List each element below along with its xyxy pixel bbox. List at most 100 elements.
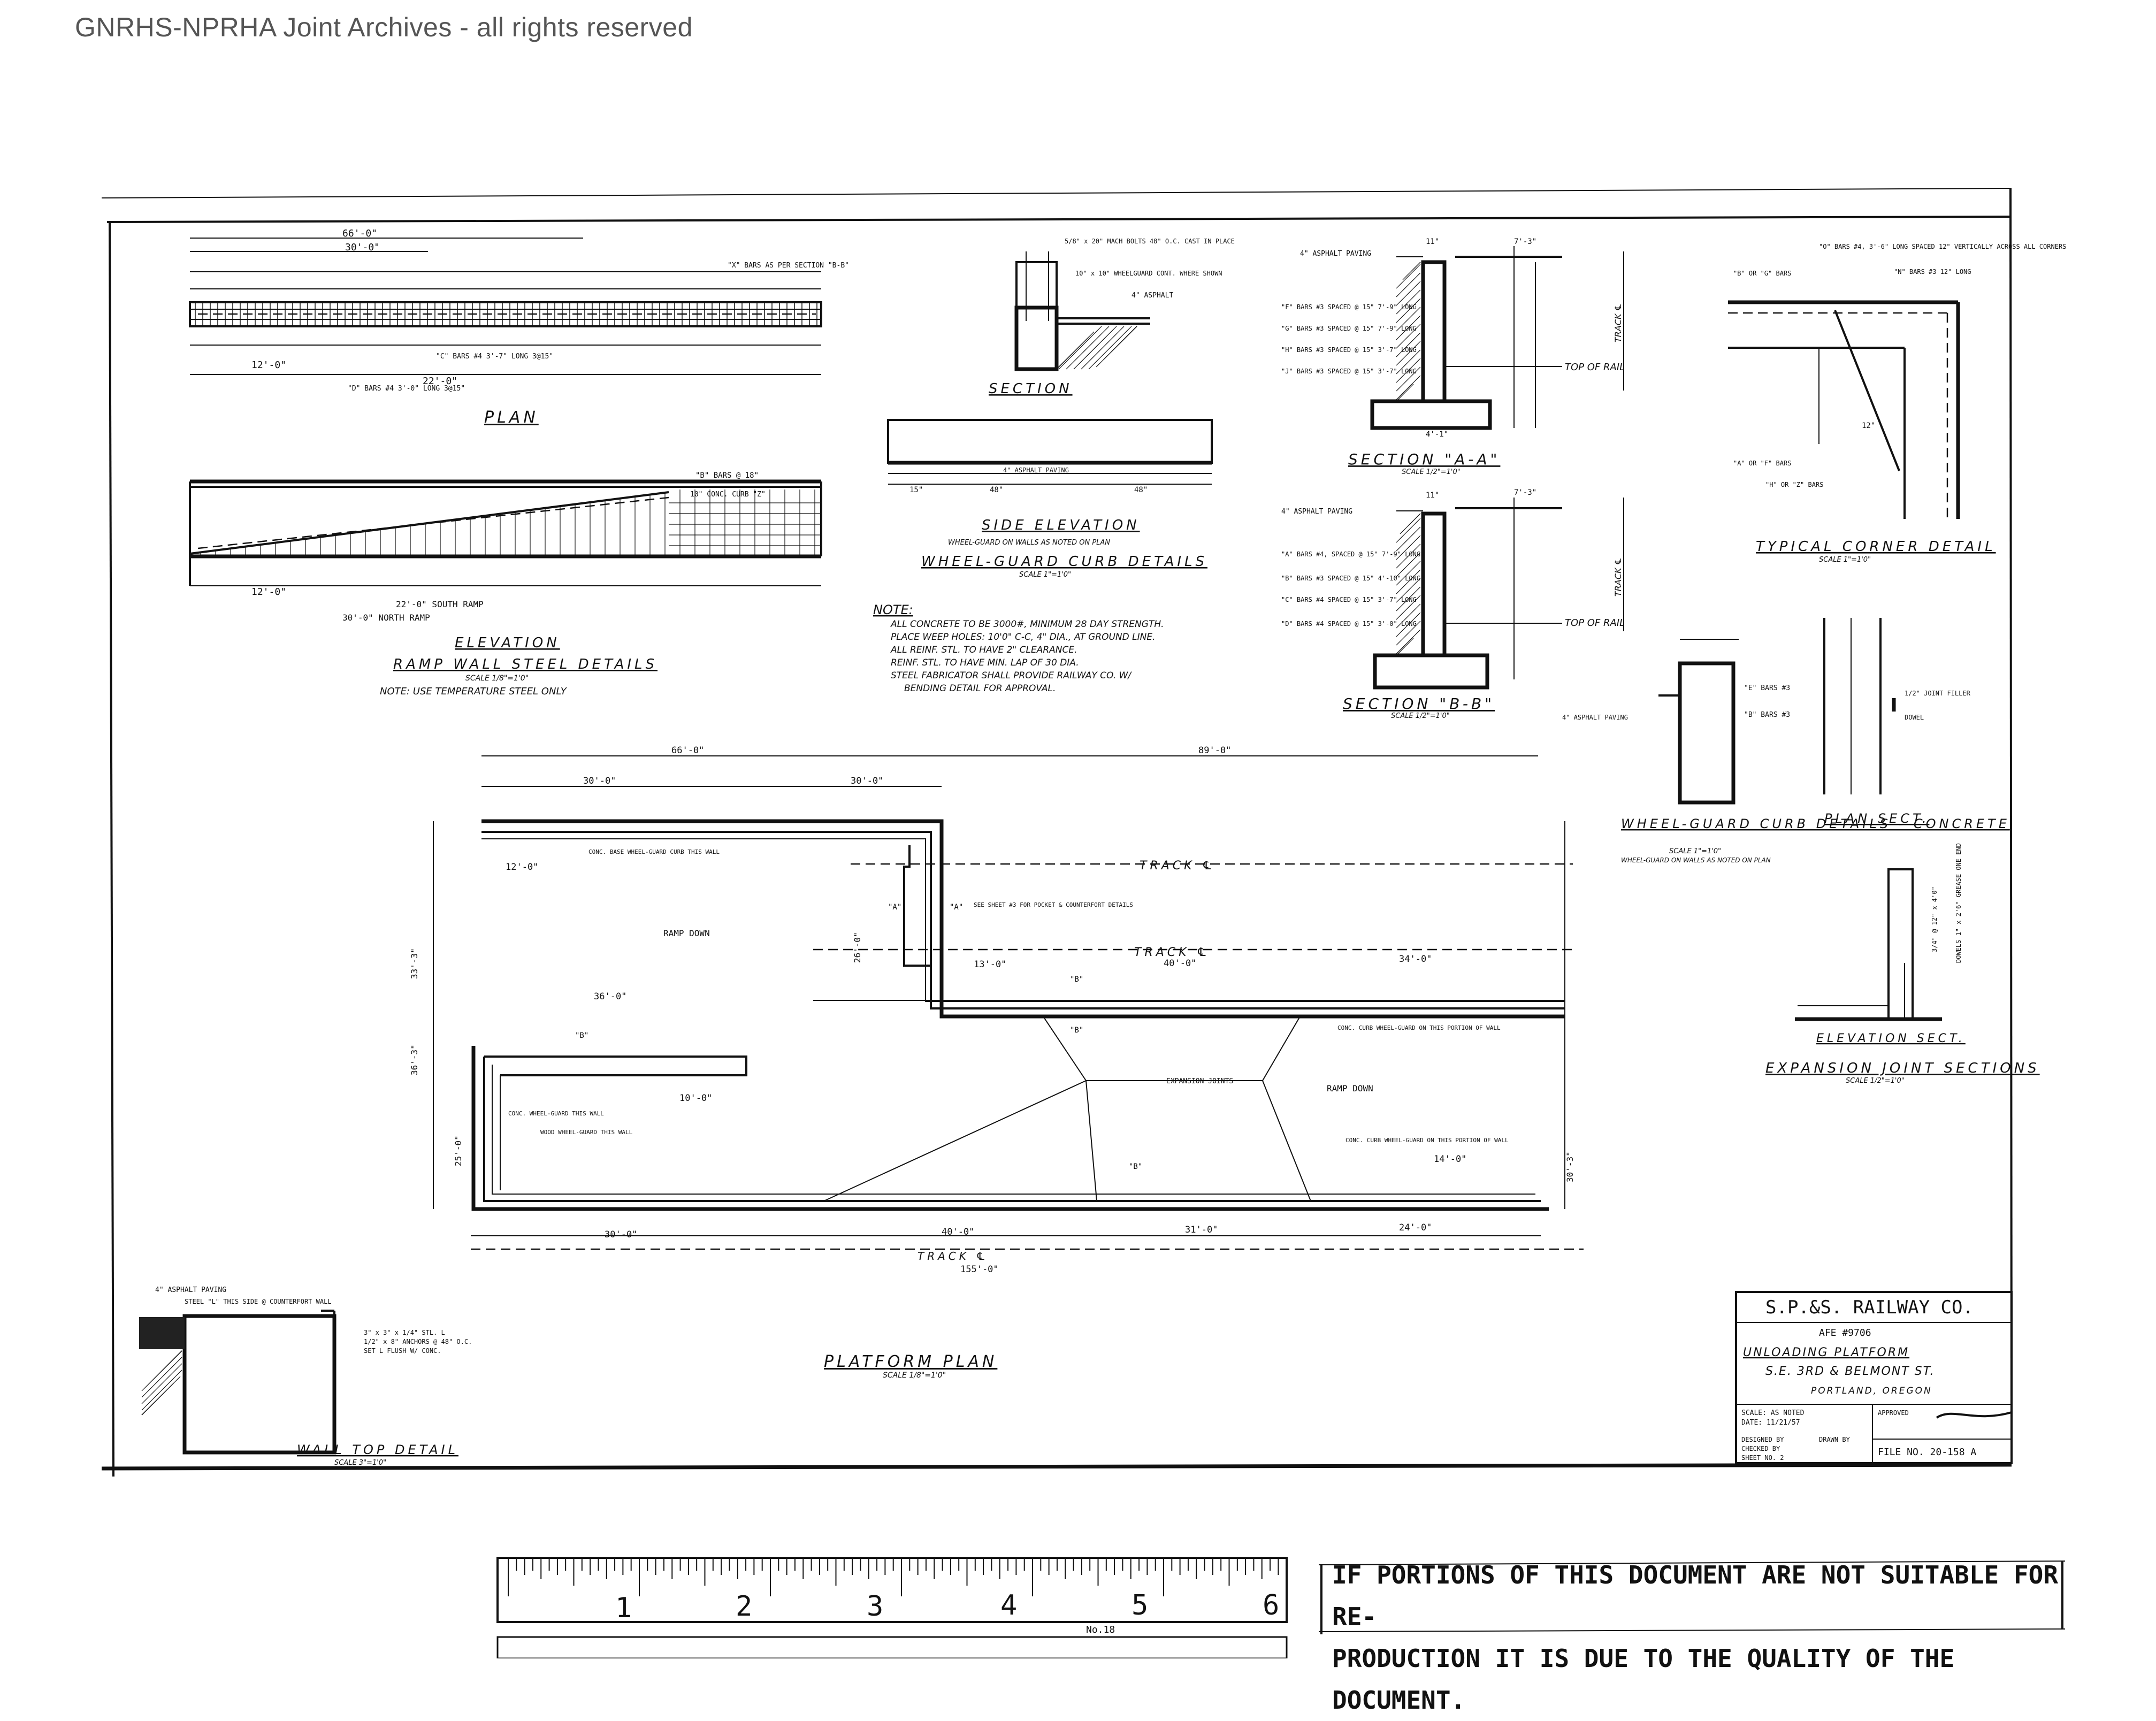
general-notes: NOTE: ALL CONCRETE TO BE 3000#, MINIMUM … (873, 602, 1164, 694)
hatch-line (1396, 375, 1421, 400)
ruler-num-5: 5 (1131, 1589, 1148, 1621)
drawing-sheet: 66'-0" 30'-0" 12'-0" 22'-0" "C" BARS #4 … (101, 188, 2066, 1658)
pp-dim-13: 24'-0" (1399, 1222, 1432, 1233)
platform-plan-drawing: 66'-0" 89'-0" 30'-0" 30'-0" 12'-0" 34'-0… (409, 745, 1584, 1380)
corner-callout-3: "A" OR "F" BARS (1733, 460, 1791, 467)
pp-label-3: RAMP DOWN (663, 928, 710, 938)
hatch-line (1396, 612, 1421, 637)
hatch-line (141, 1370, 182, 1411)
pp-dim-9: 10'-0" (679, 1093, 712, 1104)
plan-dim-0: 66'-0" (342, 228, 377, 239)
pp-dim-0: 66'-0" (671, 745, 704, 756)
wall-top-callout-4: SET L FLUSH W/ CONC. (364, 1347, 441, 1355)
hatch-line (1396, 544, 1421, 569)
pp-dim-14: 14'-0" (1434, 1154, 1466, 1165)
pp-dim-2: 30'-0" (583, 776, 616, 786)
pp-callout-0: CONC. BASE WHEEL-GUARD CURB THIS WALL (588, 848, 720, 855)
pp-dim-3: 30'-0" (851, 776, 883, 786)
bb-dim-0: 11" (1426, 491, 1439, 500)
pp-label-0: TRACK ℄ (1140, 859, 1215, 873)
pp-dim-20: 30'-3" (1565, 1151, 1575, 1182)
ruler-num-4: 4 (1000, 1589, 1017, 1621)
tb-drawn: DRAWN BY (1819, 1436, 1851, 1443)
wall-top-hatch (141, 1350, 182, 1416)
hatch-line (1396, 307, 1421, 332)
wgc-callout-1: "B" BARS #3 (1744, 711, 1790, 719)
pp-label-2: TRACK ℄ (918, 1250, 989, 1263)
pp-dim-5: 34'-0" (1399, 954, 1432, 965)
section-bb-hatch (1396, 513, 1421, 656)
wall-top-title: WALL TOP DETAIL (297, 1442, 458, 1457)
wg-callout-0: 5/8" x 20" MACH BOLTS 48" O.C. CAST IN P… (1065, 238, 1235, 245)
elev-dim-4: 10" CONC. CURB "Z" (690, 491, 766, 499)
pp-callout-1: SEE SHEET #3 FOR POCKET & COUNTERFORT DE… (974, 901, 1133, 908)
hatch-line (1396, 315, 1421, 340)
hatch-line (1396, 561, 1421, 586)
elevation-grid (200, 489, 821, 556)
hatch-line (1396, 298, 1421, 323)
ruler-ticks (508, 1559, 1279, 1596)
ruler-maker: No.18 (1086, 1624, 1115, 1635)
pp-dim-15: 155'-0" (960, 1264, 999, 1275)
pp-dim-17: 36'-3" (409, 1044, 419, 1075)
bb-dim-1: 7'-3" (1514, 488, 1536, 497)
plan-drawing: 66'-0" 30'-0" 12'-0" 22'-0" "C" BARS #4 … (189, 228, 849, 427)
pp-callout-5: CONC. CURB WHEEL-GUARD ON THIS PORTION O… (1345, 1137, 1509, 1144)
hatch-line (1396, 289, 1421, 315)
pp-dim-19: 26'-0" (852, 932, 862, 963)
hatch-line (1396, 332, 1421, 357)
elev-dim-3: "B" BARS @ 18" (695, 471, 759, 480)
hatch-line (141, 1376, 181, 1416)
wg-callout-1: 10" x 10" WHEELGUARD CONT. WHERE SHOWN (1075, 270, 1222, 277)
hatch-line (1056, 331, 1095, 370)
wall-top-callout-2: 3" x 3" x 1/4" STL. L (364, 1329, 445, 1336)
pp-dim-12: 31'-0" (1185, 1225, 1218, 1235)
hatch-line (1396, 264, 1421, 289)
section-bb-drawing: 4" ASPHALT PAVING "A" BARS #4, SPACED @ … (1281, 488, 1625, 720)
platform-plan-scale: SCALE 1/8"=1'0" (883, 1371, 946, 1380)
stamp-line-1: IF PORTIONS OF THIS DOCUMENT ARE NOT SUI… (1332, 1561, 2059, 1631)
wgc-callout-0: "E" BARS #3 (1744, 684, 1790, 692)
plan-dim-5: "D" BARS #4 3'-0" LONG 3@15" (348, 385, 465, 393)
wg-concrete-drawing: "E" BARS #3 "B" BARS #3 4" ASPHALT PAVIN… (1562, 639, 2010, 864)
wg-section-hatch (1056, 326, 1137, 370)
tb-approved: APPROVED (1878, 1409, 1909, 1417)
plan-ticks (195, 302, 817, 326)
tb-scale: SCALE: AS NOTED (1741, 1409, 1805, 1417)
aa-dim-0: 11" (1426, 238, 1439, 246)
note-line-3: REINF. STL. TO HAVE MIN. LAP OF 30 DIA. (891, 657, 1079, 668)
corner-callout-1: "B" OR "G" BARS (1733, 270, 1791, 277)
pp-label-8: "B" (1070, 975, 1083, 984)
aa-callout-2: "G" BARS #3 SPACED @ 15" 7'-9" LONG (1281, 325, 1417, 332)
expansion-joint-title: EXPANSION JOINT SECTIONS (1765, 1060, 2040, 1076)
ruler-num-3: 3 (867, 1590, 883, 1623)
typical-corner-title: TYPICAL CORNER DETAIL (1756, 539, 1996, 555)
pp-dim-8: 36'-0" (594, 991, 626, 1002)
pp-callout-2: CONC. CURB WHEEL-GUARD ON THIS PORTION O… (1337, 1024, 1501, 1031)
note-line-1: PLACE WEEP HOLES: 10'0" C-C, 4" DIA., AT… (891, 632, 1156, 642)
elevation-sect-drawing: 3/4" @ 12" x 4'0" DOWELS 1" x 2'6" GREAS… (1765, 843, 2040, 1085)
tb-sheet: SHEET NO. 2 (1741, 1454, 1784, 1462)
asphalt-paving-fill (139, 1317, 185, 1349)
pp-dim-18: 25'-0" (453, 1135, 463, 1166)
pp-dim-16: 33'-3" (409, 948, 419, 979)
title-block: S.P.&S. RAILWAY CO. AFE #9706 UNLOADING … (1735, 1291, 2013, 1464)
wall-top-callout-0: 4" ASPHALT PAVING (155, 1286, 226, 1294)
aa-callout-5: TOP OF RAIL (1565, 362, 1625, 373)
hatch-line (1066, 326, 1110, 370)
wg-concrete-title: WHEEL-GUARD CURB DETAILS - CONCRETE (1621, 816, 2010, 831)
corner-callout-0: "O" BARS #4, 3'-6" LONG SPACED 12" VERTI… (1819, 243, 2066, 250)
pp-label-1: TRACK ℄ (1134, 946, 1210, 959)
wg-section-title: SECTION (989, 381, 1073, 397)
stamp-frame (1318, 1561, 2066, 1634)
wg-dim-0: 15" (909, 486, 923, 494)
ruler-num-6: 6 (1263, 1589, 1279, 1621)
corner-callout-5: 12" (1862, 422, 1875, 430)
stamp-line-2: PRODUCTION IT IS DUE TO THE QUALITY OF T… (1332, 1644, 1955, 1715)
bb-callout-5: TOP OF RAIL (1565, 617, 1625, 629)
note-line-0: ALL CONCRETE TO BE 3000#, MINIMUM 28 DAY… (890, 619, 1164, 630)
pp-dim-6: 13'-0" (974, 959, 1006, 970)
hatch-line (1396, 518, 1421, 543)
note-line-5: BENDING DETAIL FOR APPROVAL. (904, 683, 1056, 694)
hatch-line (1396, 358, 1421, 383)
